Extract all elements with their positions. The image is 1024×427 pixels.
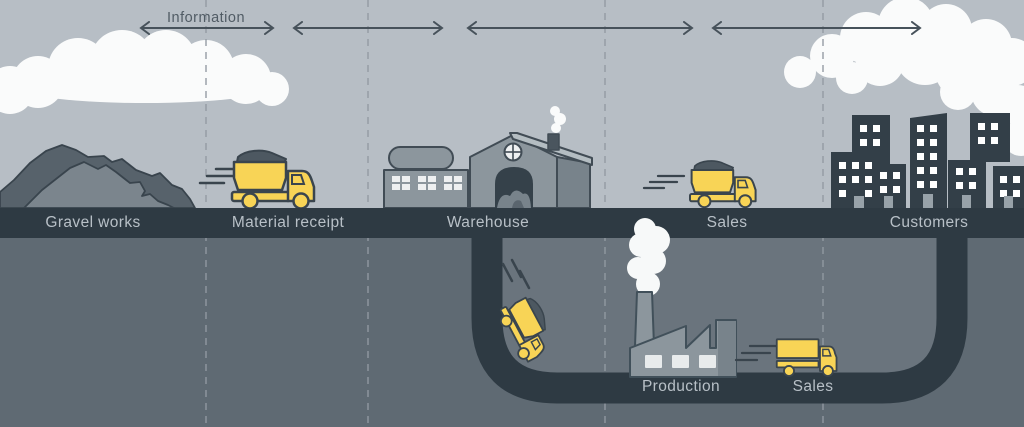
chimney-icon xyxy=(547,133,560,151)
fall-lines-icon xyxy=(501,258,531,290)
warehouse-windows xyxy=(392,176,462,190)
city-skyline-icon xyxy=(831,113,1024,208)
box-truck-icon xyxy=(734,338,838,377)
station-label-material-receipt: Material receipt xyxy=(231,214,345,231)
falling-truck-icon xyxy=(494,258,561,366)
station-label-customers: Customers xyxy=(889,214,969,231)
underground-pipe-icon xyxy=(471,222,968,404)
smoke-icon xyxy=(627,218,670,296)
cloud-icon xyxy=(0,30,289,114)
ground-band xyxy=(0,208,1024,238)
station-label-sales-underground: Sales xyxy=(792,378,834,395)
smoke-icon xyxy=(550,106,566,133)
information-label: Information xyxy=(166,10,246,26)
station-label-warehouse: Warehouse xyxy=(446,214,530,231)
station-label-gravel-works: Gravel works xyxy=(45,214,141,231)
gravel-pile-icon xyxy=(0,144,196,209)
station-label-sales: Sales xyxy=(706,214,748,231)
dump-truck-icon xyxy=(642,159,757,209)
dump-truck-icon xyxy=(198,149,316,210)
underground-inner-panel xyxy=(487,230,952,388)
factory-icon xyxy=(629,291,737,378)
cloud-icon xyxy=(784,0,1024,156)
storage-tank-icon xyxy=(388,146,454,170)
warehouse-icon xyxy=(383,106,593,209)
speed-lines-icon xyxy=(642,174,686,190)
station-label-production: Production xyxy=(641,378,721,395)
speed-lines-icon xyxy=(734,344,780,362)
